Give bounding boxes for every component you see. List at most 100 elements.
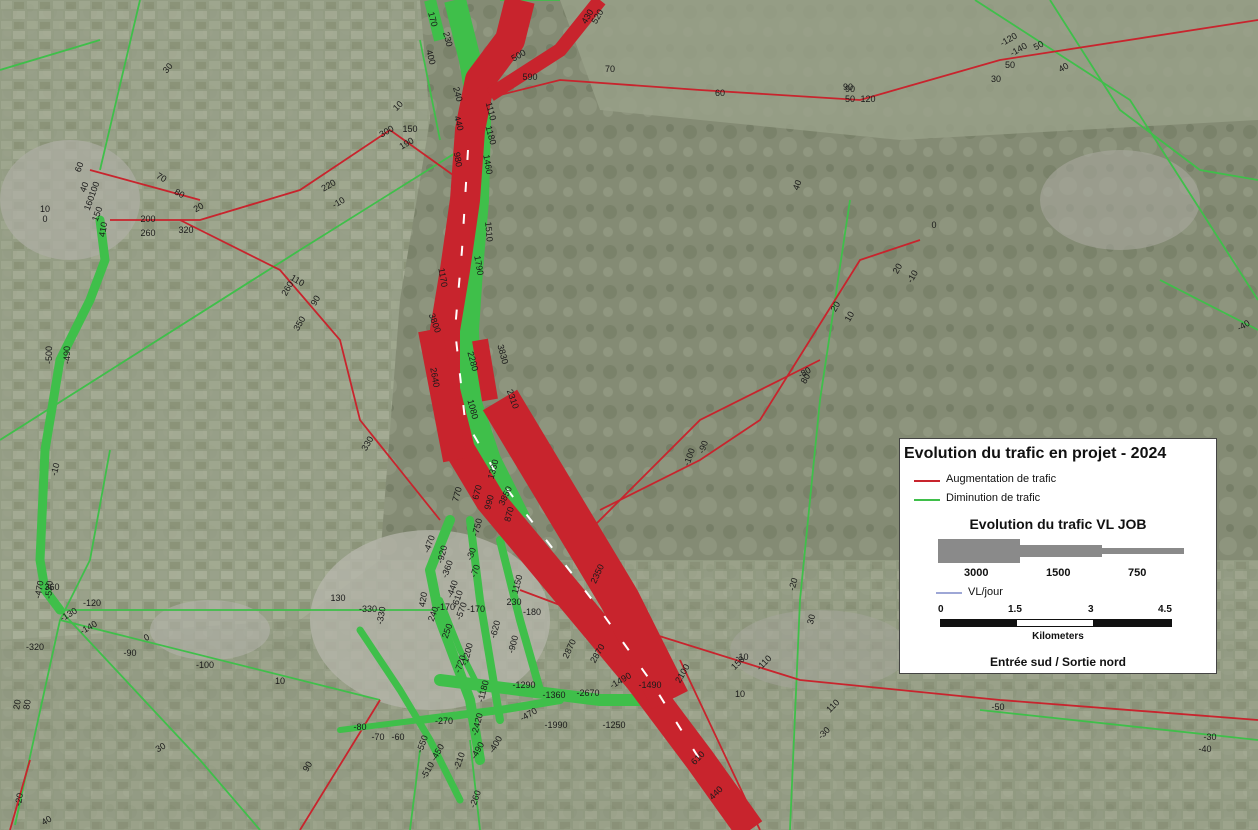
unit-line-swatch: [936, 592, 962, 594]
traffic-label: 10: [275, 676, 285, 686]
increase-main-corridor: [418, 0, 763, 830]
decrease-arterials: [35, 215, 656, 804]
traffic-label: -330: [375, 606, 388, 625]
traffic-label: 240: [451, 86, 465, 103]
width-bar-750: [1102, 548, 1184, 554]
legend-width-title: Evolution du trafic VL JOB: [969, 516, 1147, 532]
traffic-label: -500: [44, 346, 54, 364]
legend-decrease-label: Diminution de trafic: [946, 492, 1041, 504]
traffic-label: 150: [90, 205, 105, 223]
traffic-label: 1150: [510, 574, 525, 595]
traffic-label: 320: [178, 225, 193, 235]
traffic-label: -20: [787, 577, 800, 592]
traffic-label: -80: [353, 722, 366, 732]
traffic-label: 260: [140, 228, 155, 238]
traffic-label: 230: [506, 597, 521, 607]
width-value-3000: 3000: [964, 567, 989, 579]
traffic-label: -490: [62, 346, 72, 364]
map-legend: Evolution du trafic en projet - 2024 Aug…: [899, 438, 1217, 674]
traffic-label: 980: [452, 151, 464, 168]
traffic-label: 80: [799, 372, 813, 386]
urban-area-southeast: [730, 610, 910, 690]
traffic-label: -60: [391, 732, 404, 742]
traffic-label: -30: [1203, 732, 1216, 742]
traffic-label: -90: [123, 648, 136, 658]
traffic-label: 120: [860, 94, 875, 104]
traffic-label: -180: [523, 607, 541, 617]
traffic-label: 70: [605, 64, 615, 74]
traffic-label: 60: [715, 88, 725, 98]
traffic-label: 240: [426, 605, 441, 623]
width-value-1500: 1500: [1046, 567, 1071, 579]
width-value-750: 750: [1128, 567, 1147, 579]
width-bar-3000: [938, 539, 1020, 563]
traffic-label: 20: [11, 699, 23, 711]
traffic-label: 770: [450, 486, 464, 503]
traffic-label: 70: [155, 171, 169, 185]
traffic-label: 20: [192, 201, 206, 215]
traffic-label: -70: [371, 732, 384, 742]
traffic-label: 50: [1005, 60, 1015, 70]
traffic-label: 60: [73, 161, 86, 174]
traffic-label: 10: [843, 310, 857, 324]
traffic-label: -2670: [576, 688, 599, 698]
traffic-label: -70: [468, 563, 482, 579]
decrease-swatch: [914, 499, 940, 501]
traffic-label: 230: [441, 31, 455, 48]
traffic-label: 670: [470, 484, 484, 501]
traffic-label: 90: [301, 760, 315, 774]
traffic-label: -320: [26, 642, 44, 652]
legend-increase-label: Augmentation de trafic: [946, 473, 1057, 485]
traffic-label: -900: [506, 634, 520, 654]
traffic-label: -20: [13, 792, 25, 807]
traffic-label: 90: [309, 294, 323, 308]
unit-label: VL/jour: [968, 586, 1003, 598]
traffic-label: 0: [142, 632, 151, 643]
traffic-label: 30: [991, 74, 1001, 84]
traffic-label: 40: [1057, 61, 1071, 75]
traffic-label: -920: [435, 544, 449, 564]
traffic-label: -1490: [638, 680, 661, 690]
scale-unit-label: Kilometers: [1032, 631, 1084, 642]
traffic-label: 90: [845, 84, 855, 94]
traffic-label: 2640: [428, 367, 441, 388]
traffic-label: 400: [424, 49, 438, 66]
plain-north: [560, 0, 1258, 140]
traffic-label: 50: [845, 94, 855, 104]
traffic-label: 10: [735, 689, 745, 699]
traffic-label: -270: [435, 716, 453, 726]
traffic-label: 160: [82, 194, 97, 212]
legend-title: Evolution du trafic en projet - 2024: [904, 445, 1167, 462]
traffic-label: 1170: [436, 267, 449, 288]
width-bar-1500: [1020, 545, 1102, 557]
traffic-label: 250: [440, 622, 455, 640]
traffic-label: 30: [154, 741, 168, 755]
traffic-label: 170: [426, 11, 440, 28]
traffic-label: 590: [522, 72, 537, 82]
traffic-label: 420: [417, 591, 429, 608]
traffic-label: 20: [891, 262, 905, 276]
traffic-label: -90: [696, 439, 710, 455]
traffic-label: -1990: [544, 720, 567, 730]
traffic-label: -1250: [602, 720, 625, 730]
traffic-label: 40: [40, 814, 54, 828]
traffic-label: -40: [1198, 744, 1211, 754]
traffic-label: 80: [173, 187, 187, 201]
traffic-label: -100: [196, 660, 214, 670]
traffic-label: -1360: [542, 690, 565, 700]
industrial-zone: [150, 600, 270, 660]
traffic-label: 50: [1032, 39, 1046, 53]
traffic-label: 150: [402, 124, 417, 134]
traffic-label: -470: [33, 580, 46, 599]
farmland-west: [0, 0, 430, 640]
traffic-label: 360: [44, 582, 59, 592]
traffic-label: 30: [161, 61, 175, 75]
scale-tick-2: 3: [1088, 604, 1094, 615]
traffic-label: 440: [452, 115, 466, 132]
traffic-label: -10: [49, 462, 62, 477]
urban-area-west: [0, 140, 140, 260]
traffic-label: 870: [502, 506, 516, 523]
